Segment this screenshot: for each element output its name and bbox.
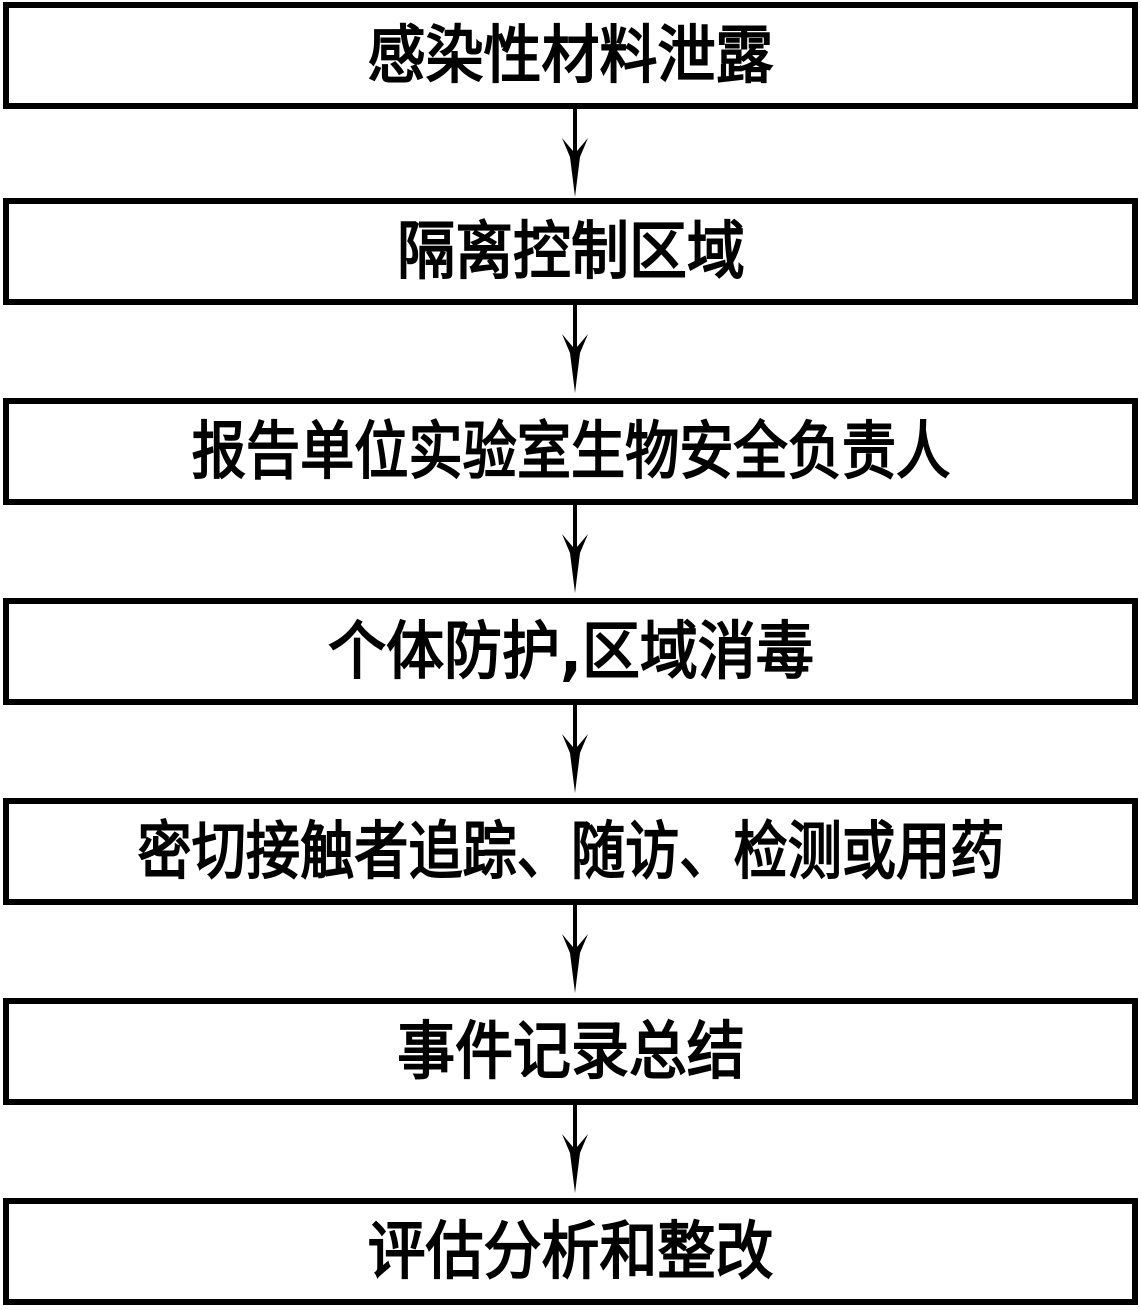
flowchart-node-5: 密切接触者追踪、随访、检测或用药: [3, 798, 1138, 905]
flowchart-node-2: 隔离控制区域: [3, 198, 1138, 305]
flowchart-node-3: 报告单位实验室生物安全负责人: [3, 398, 1138, 505]
node-label: 隔离控制区域: [396, 215, 745, 288]
arrow-down-icon: [562, 701, 588, 793]
flowchart-connector-2: [549, 301, 601, 394]
node-label: 报告单位实验室生物安全负责人: [191, 415, 950, 488]
flowchart-node-4: 个体防护,区域消毒: [3, 598, 1138, 705]
node-label: 密切接触者追踪、随访、检测或用药: [137, 815, 1004, 888]
node-label: 事件记录总结: [396, 1015, 745, 1088]
flowchart-connector-5: [549, 901, 601, 994]
flowchart-node-1: 感染性材料泄露: [3, 2, 1138, 109]
node-label: 评估分析和整改: [367, 1215, 774, 1288]
node-label: 感染性材料泄露: [367, 19, 774, 92]
node-label: 个体防护,区域消毒: [327, 615, 814, 688]
flowchart-node-7: 评估分析和整改: [3, 1198, 1138, 1305]
flowchart-connector-6: [549, 1101, 601, 1194]
arrow-down-icon: [562, 1101, 588, 1193]
arrow-down-icon: [562, 105, 588, 197]
arrow-down-icon: [562, 501, 588, 593]
flowchart-connector-3: [549, 501, 601, 594]
arrow-down-icon: [562, 301, 588, 393]
flowchart-connector-4: [549, 701, 601, 794]
flowchart-node-6: 事件记录总结: [3, 998, 1138, 1105]
flowchart-connector-1: [549, 105, 601, 198]
arrow-down-icon: [562, 901, 588, 993]
